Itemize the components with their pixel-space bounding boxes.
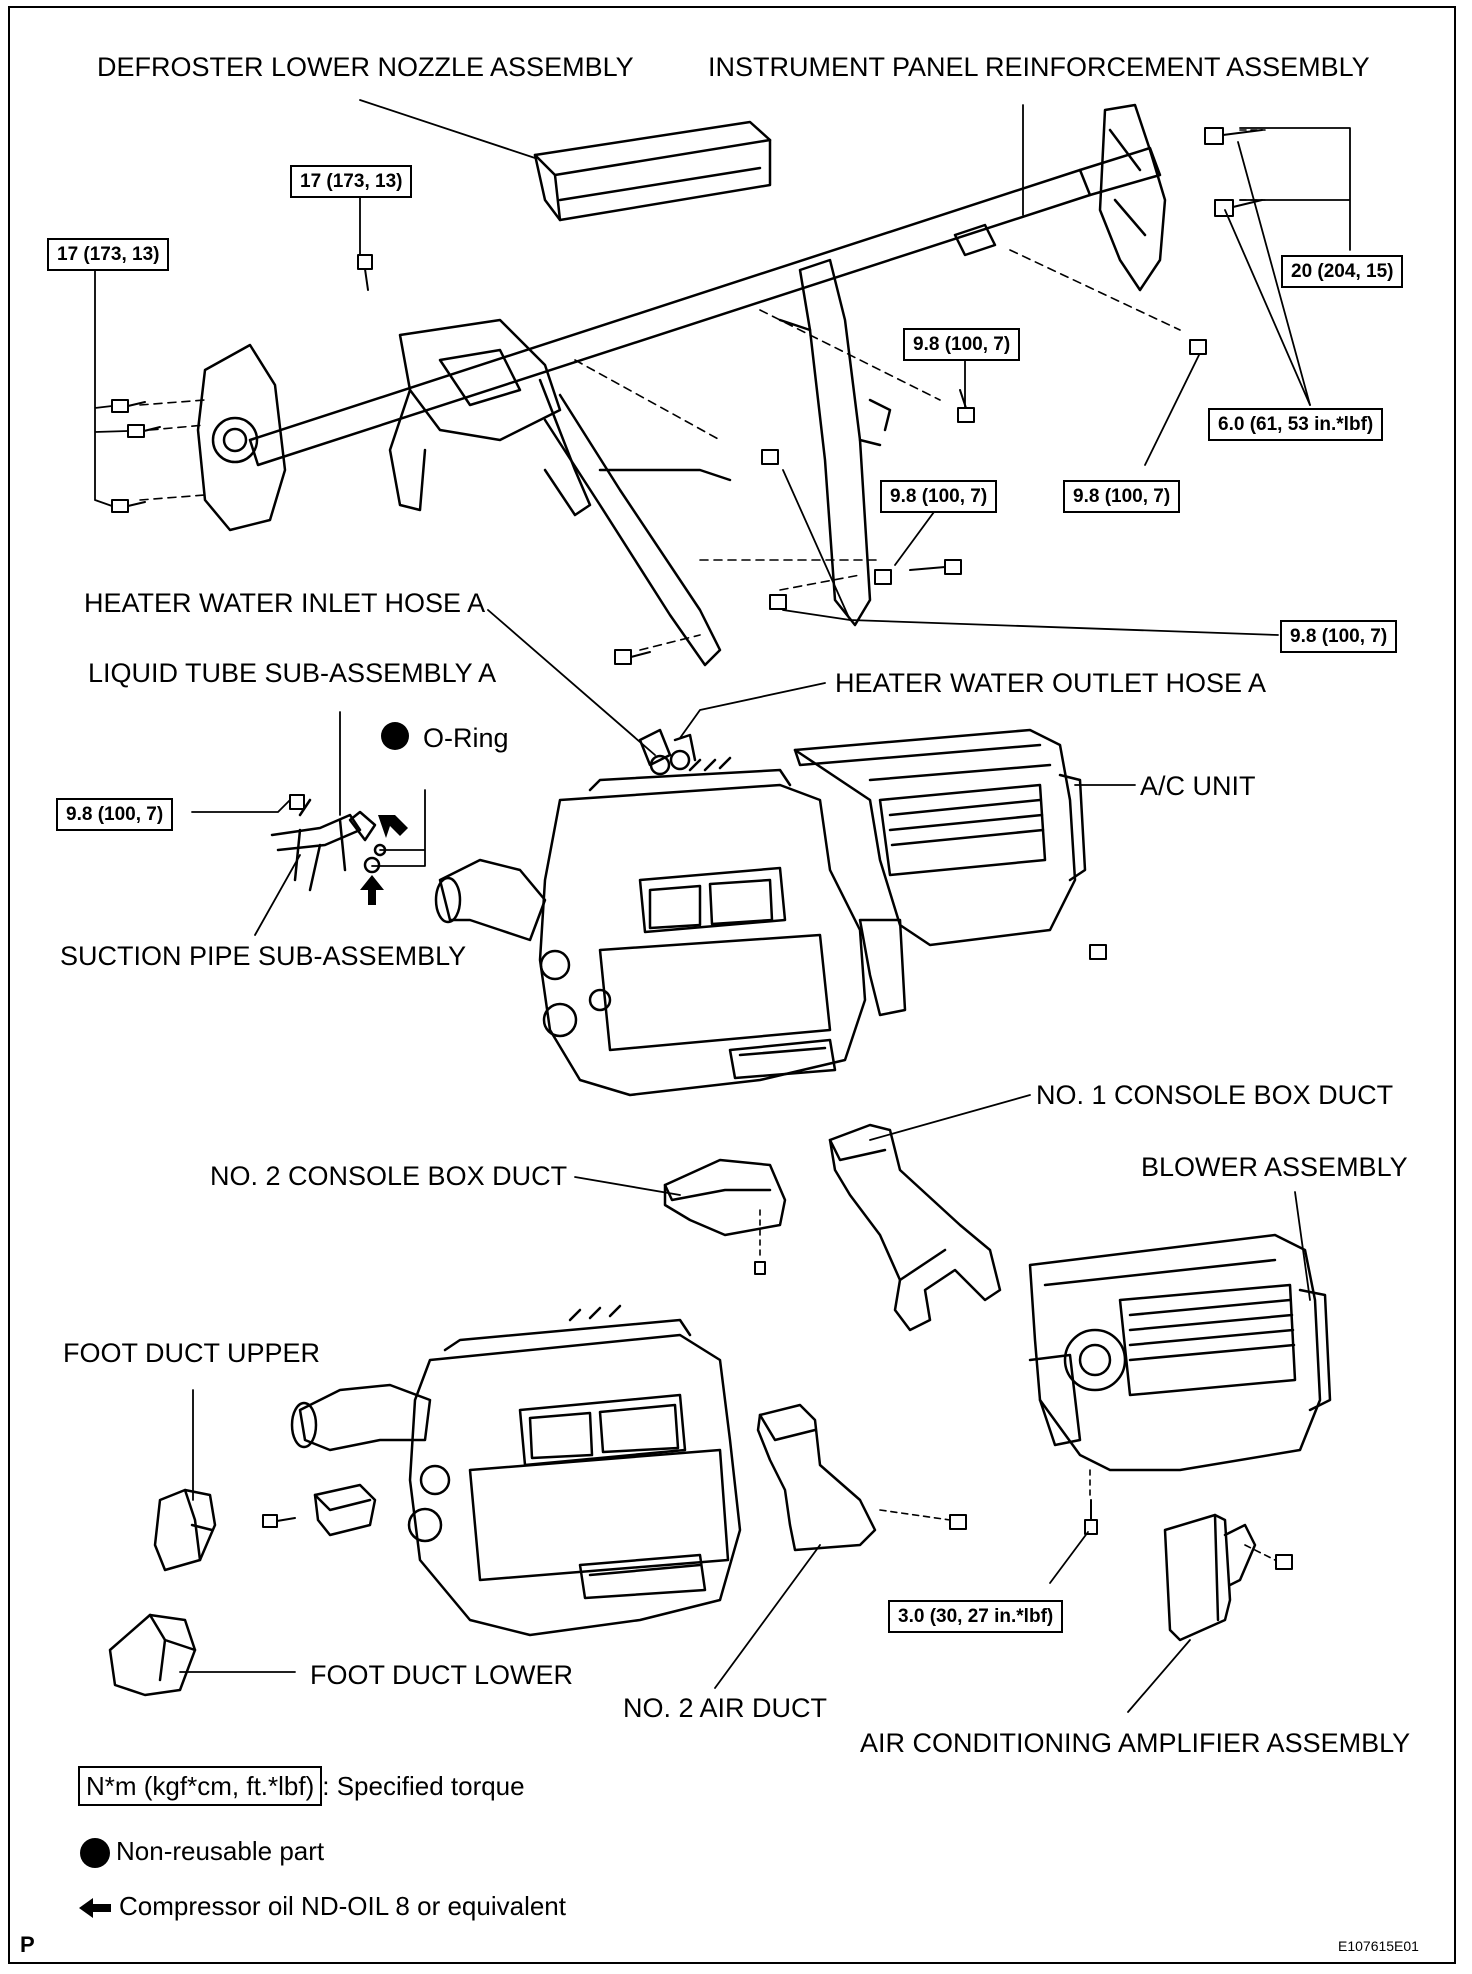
bolts xyxy=(111,127,1293,1570)
no1-console-box-duct xyxy=(828,1123,1002,1332)
bolt xyxy=(1214,199,1263,217)
legend-nonreusable-text: Non-reusable part xyxy=(116,1836,325,1866)
page-marker: P xyxy=(20,1932,35,1957)
bolt xyxy=(357,254,373,291)
torque-callout: 3.0 (30, 27 in.*lbf) xyxy=(888,1600,1064,1633)
bolt xyxy=(127,424,161,438)
nonreusable-dot-icon xyxy=(80,1838,110,1869)
bolt xyxy=(874,569,892,585)
bolt xyxy=(1204,127,1263,145)
label-suction-pipe: SUCTION PIPE SUB-ASSEMBLY xyxy=(60,941,467,971)
blower-assembly xyxy=(1028,1233,1332,1501)
bolt xyxy=(754,1261,766,1275)
left-arrow-icon xyxy=(79,1898,111,1919)
label-blower-assembly: BLOWER ASSEMBLY xyxy=(1141,1152,1408,1182)
label-ac-amplifier: AIR CONDITIONING AMPLIFIER ASSEMBLY xyxy=(860,1728,1411,1758)
foot-duct-connector xyxy=(313,1483,377,1537)
label-foot-duct-lower: FOOT DUCT LOWER xyxy=(310,1660,574,1690)
bolt xyxy=(909,559,962,575)
bolt xyxy=(769,594,787,610)
bolt xyxy=(761,449,779,465)
label-heater-water-outlet-hose: HEATER WATER OUTLET HOSE A xyxy=(835,668,1267,698)
oil-arrows xyxy=(360,815,408,905)
bolt xyxy=(111,499,146,513)
torque-callout: 9.8 (100, 7) xyxy=(1063,480,1181,513)
torque-callout: 17 (173, 13) xyxy=(47,238,170,271)
defroster-lower-nozzle xyxy=(533,120,772,222)
label-o-ring: O-Ring xyxy=(423,723,509,753)
label-no2-air-duct: NO. 2 AIR DUCT xyxy=(623,1693,828,1723)
bolt xyxy=(1189,339,1207,355)
bolt xyxy=(949,1514,967,1530)
legend-oil: Compressor oil ND-OIL 8 or equivalent xyxy=(77,1893,566,1920)
label-foot-duct-upper: FOOT DUCT UPPER xyxy=(63,1338,321,1368)
torque-callout: 9.8 (100, 7) xyxy=(880,480,998,513)
legend-torque-text: : Specified torque xyxy=(322,1771,525,1801)
legend-torque: N*m (kgf*cm, ft.*lbf): Specified torque xyxy=(78,1766,525,1806)
diagram-frame xyxy=(8,6,1456,1964)
figure-id: E107615E01 xyxy=(1338,1938,1419,1954)
label-ip-reinforcement: INSTRUMENT PANEL REINFORCEMENT ASSEMBLY xyxy=(708,52,1370,82)
legend-nonreusable: Non-reusable part xyxy=(80,1836,325,1869)
liquid-suction-pipes xyxy=(270,798,387,892)
foot-duct-lower xyxy=(108,1613,197,1697)
legend-torque-unit: N*m (kgf*cm, ft.*lbf) xyxy=(78,1766,323,1806)
heater-water-hoses xyxy=(638,728,697,776)
label-heater-water-inlet-hose: HEATER WATER INLET HOSE A xyxy=(84,588,486,618)
torque-callout: 17 (173, 13) xyxy=(290,165,413,198)
bolt xyxy=(289,794,305,810)
leader-lines xyxy=(94,99,1351,1713)
no2-console-box-duct xyxy=(663,1158,787,1256)
torque-callout: 9.8 (100, 7) xyxy=(1280,620,1398,653)
bolt xyxy=(1275,1554,1293,1570)
bolt xyxy=(614,649,651,665)
ac-unit-upper xyxy=(434,728,1087,1097)
bolt xyxy=(957,389,975,423)
instrument-panel-reinforcement xyxy=(139,103,1266,667)
ac-unit-lower xyxy=(290,1304,742,1637)
torque-callout: 9.8 (100, 7) xyxy=(56,798,174,831)
torque-callout: 6.0 (61, 53 in.*lbf) xyxy=(1208,408,1384,441)
legend-oil-text: Compressor oil ND-OIL 8 or equivalent xyxy=(119,1891,566,1921)
torque-callout: 9.8 (100, 7) xyxy=(903,328,1021,361)
label-no1-console-box-duct: NO. 1 CONSOLE BOX DUCT xyxy=(1036,1080,1394,1110)
bolt xyxy=(262,1514,296,1528)
ac-amplifier xyxy=(1163,1513,1276,1642)
no2-air-duct xyxy=(756,1403,951,1552)
bolt xyxy=(111,399,146,413)
bolt xyxy=(1089,944,1107,960)
torque-callout: 20 (204, 15) xyxy=(1281,255,1404,288)
label-liquid-tube: LIQUID TUBE SUB-ASSEMBLY A xyxy=(88,658,497,688)
label-ac-unit: A/C UNIT xyxy=(1140,771,1256,801)
foot-duct-upper xyxy=(153,1488,217,1572)
o-ring-dot xyxy=(381,722,409,750)
bolt xyxy=(1084,1499,1098,1535)
label-defroster-lower-nozzle: DEFROSTER LOWER NOZZLE ASSEMBLY xyxy=(97,52,634,82)
label-no2-console-box-duct: NO. 2 CONSOLE BOX DUCT xyxy=(210,1161,568,1191)
